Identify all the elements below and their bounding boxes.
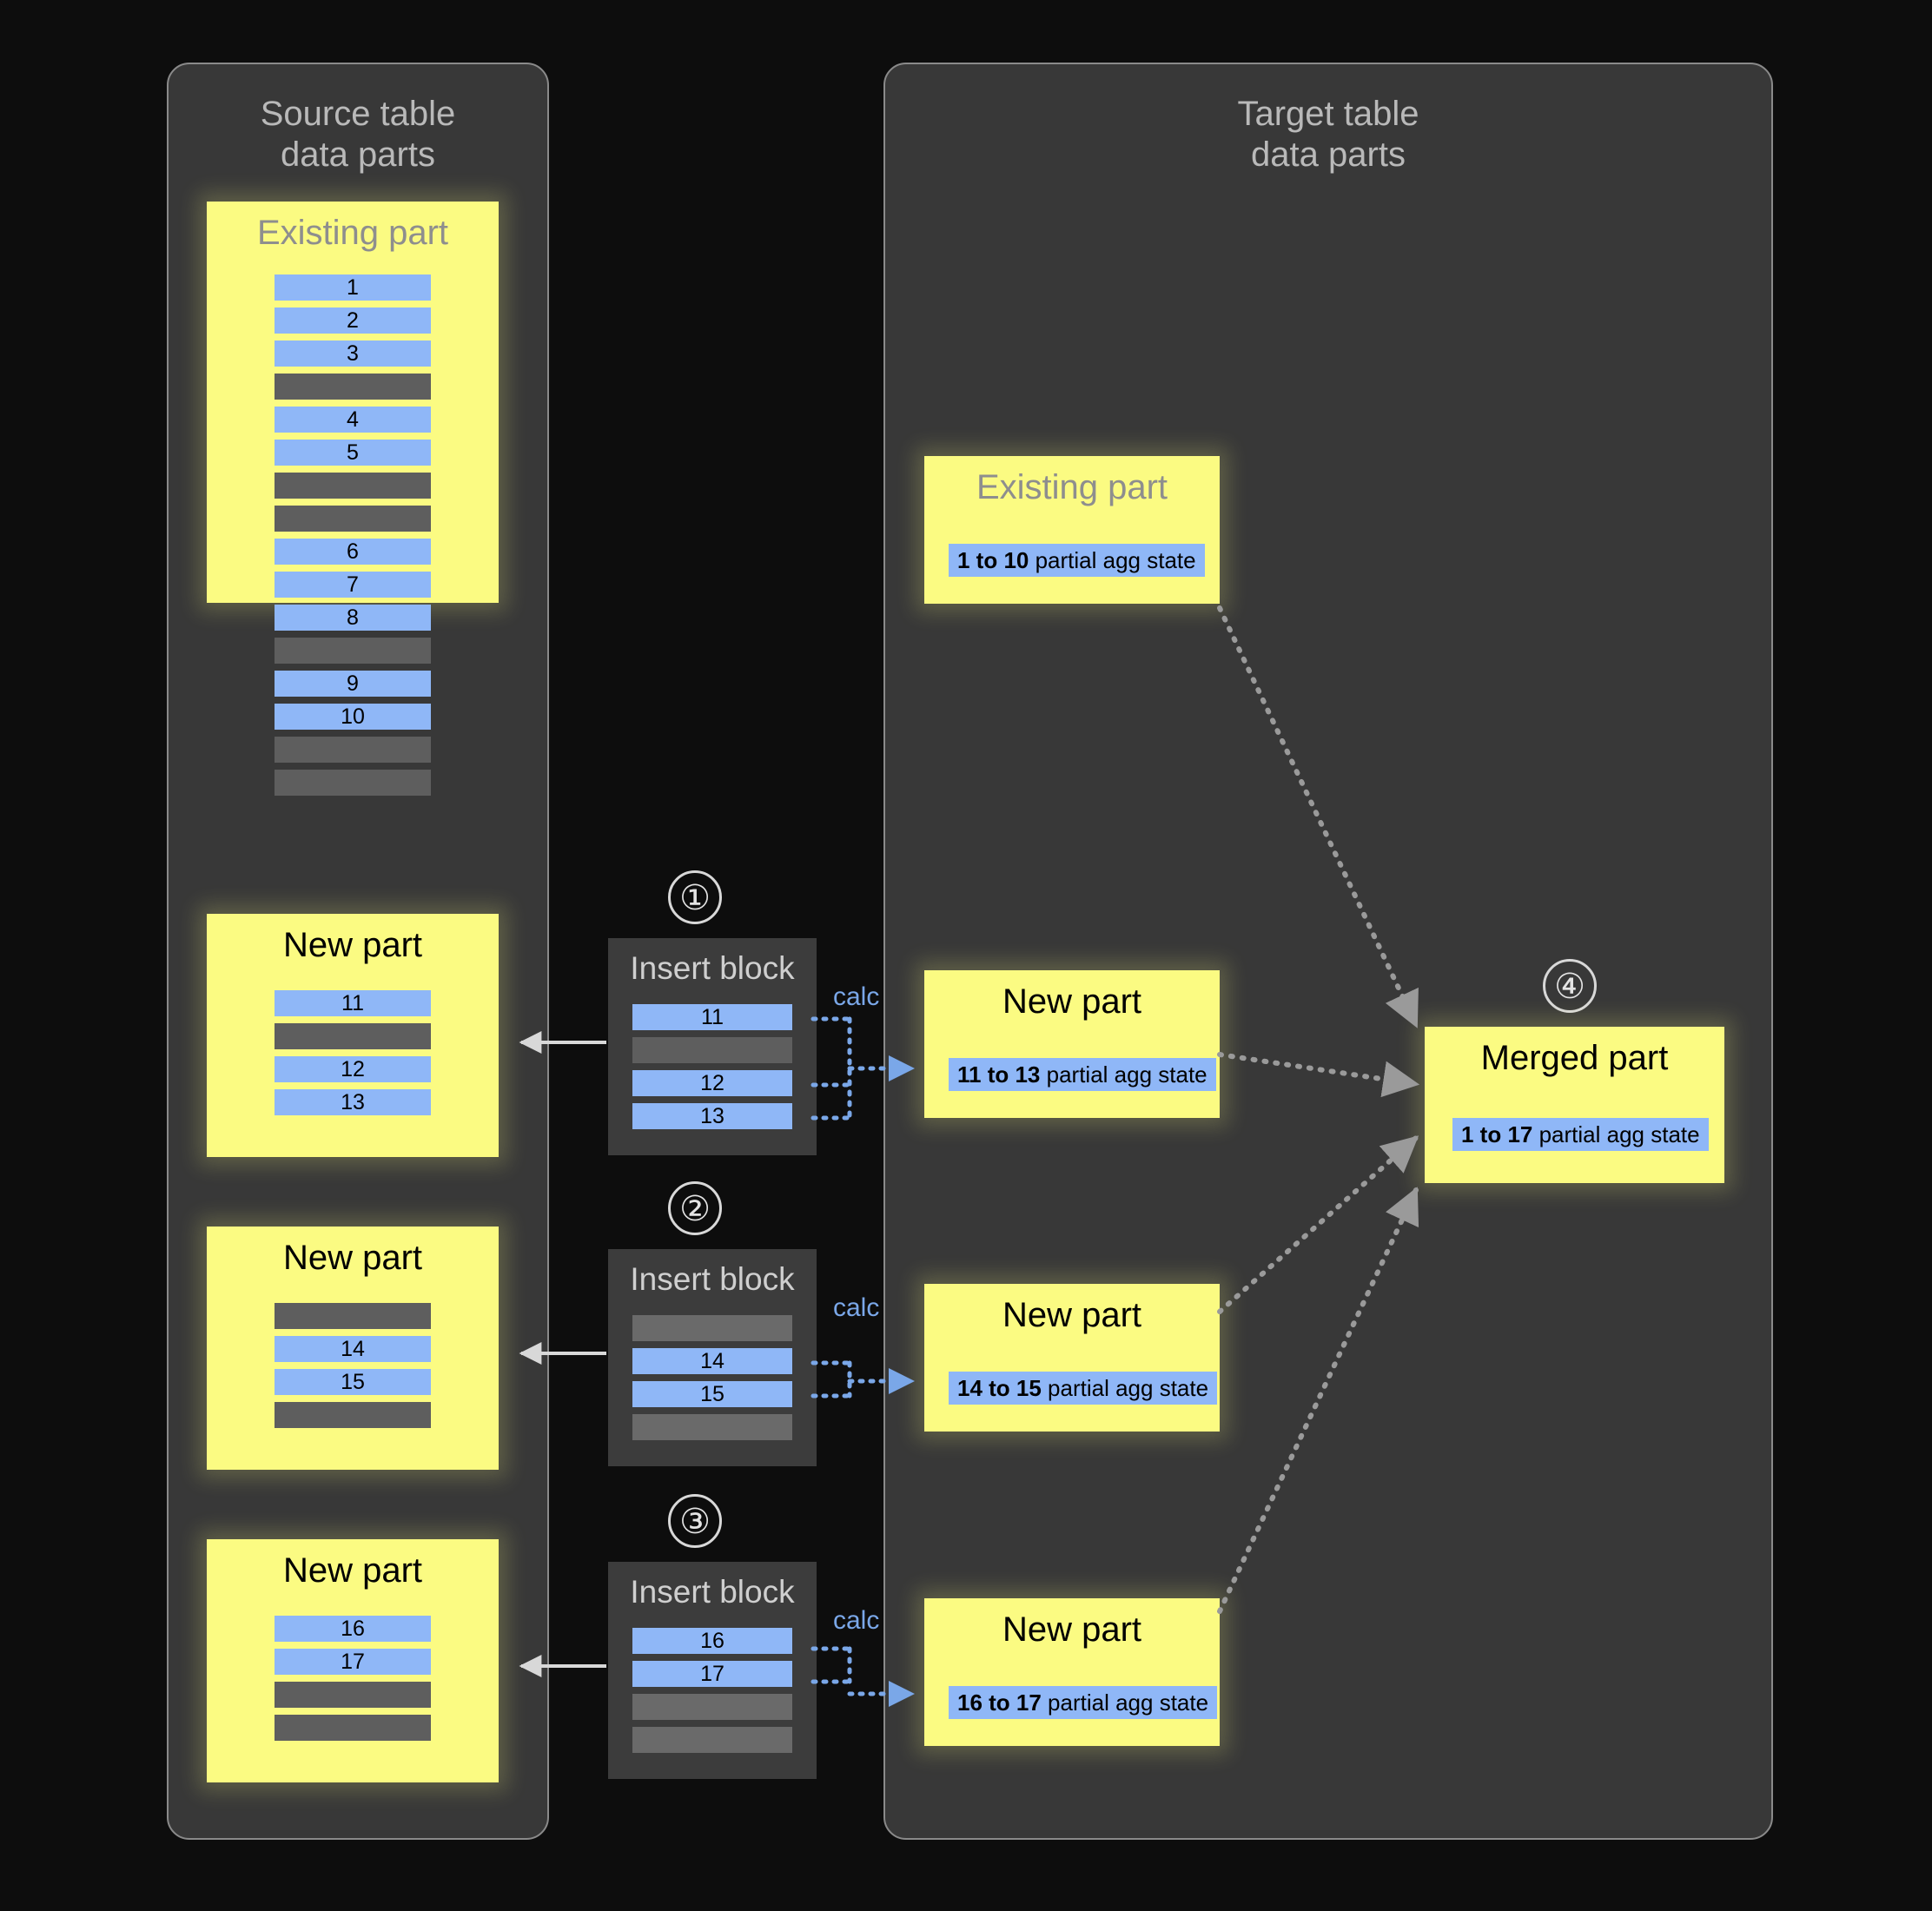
agg-suffix: partial agg state (1029, 547, 1196, 573)
source-panel-title: Source table data parts (260, 95, 456, 175)
data-row-value: 16 (275, 1616, 431, 1642)
data-row-value: 7 (275, 572, 431, 598)
source-new-part-1: New part 11 12 13 (207, 914, 499, 1157)
data-row-placeholder (275, 1715, 431, 1741)
agg-range: 11 to 13 (957, 1061, 1041, 1088)
merged-part: Merged part 1 to 17 partial agg state (1425, 1027, 1724, 1183)
target-panel-title: Target table data parts (1237, 95, 1419, 175)
target-existing-part-chip: 1 to 10 partial agg state (949, 544, 1205, 577)
agg-range: 16 to 17 (957, 1689, 1042, 1716)
source-existing-part: Existing part 1 2 3 4 5 6 7 8 9 10 (207, 202, 499, 796)
source-new-part-1-rows: 11 12 13 (275, 990, 431, 1115)
source-new-part-2-title: New part (282, 1239, 423, 1277)
data-row-placeholder (275, 473, 431, 499)
agg-suffix: partial agg state (1041, 1375, 1209, 1401)
insert-block-1-title: Insert block (630, 950, 795, 986)
data-row-value: 12 (632, 1070, 792, 1096)
data-row-placeholder (275, 1303, 431, 1329)
data-row-placeholder (275, 638, 431, 664)
target-new-part-1-title: New part (1002, 982, 1142, 1021)
target-new-part-3-title: New part (1002, 1610, 1142, 1649)
data-row-placeholder (632, 1414, 792, 1440)
data-row-placeholder (275, 1682, 431, 1708)
source-existing-rows: 1 2 3 4 5 6 7 8 9 10 (275, 274, 431, 796)
insert-block-1-rows: 11 12 13 (632, 1004, 792, 1129)
data-row-placeholder (275, 1023, 431, 1049)
step-circle-2: ② (668, 1181, 722, 1235)
data-row-value: 8 (275, 605, 431, 631)
target-existing-part: Existing part 1 to 10 partial agg state (924, 456, 1220, 604)
agg-range: 14 to 15 (957, 1375, 1042, 1401)
insert-block-3-title: Insert block (630, 1574, 795, 1610)
data-row-value: 17 (275, 1649, 431, 1675)
target-new-part-1-chip: 11 to 13 partial agg state (949, 1058, 1216, 1091)
data-row-value: 12 (275, 1056, 431, 1082)
data-row-placeholder (275, 506, 431, 532)
insert-block-2-title: Insert block (630, 1261, 795, 1297)
target-new-part-2-title: New part (1002, 1296, 1142, 1334)
data-row-placeholder (275, 374, 431, 400)
data-row-placeholder (275, 1402, 431, 1428)
data-row-value: 4 (275, 407, 431, 433)
data-row-value: 10 (275, 704, 431, 730)
data-row-placeholder (632, 1037, 792, 1063)
data-row-value: 14 (632, 1348, 792, 1374)
step-circle-4: ④ (1543, 959, 1597, 1013)
step-circle-1: ① (668, 870, 722, 924)
data-row-value: 6 (275, 539, 431, 565)
agg-suffix: partial agg state (1532, 1121, 1700, 1147)
target-new-part-2-chip: 14 to 15 partial agg state (949, 1372, 1218, 1405)
target-new-part-2: New part 14 to 15 partial agg state (924, 1284, 1220, 1432)
data-row-value: 11 (275, 990, 431, 1016)
data-row-value: 3 (275, 341, 431, 367)
data-row-value: 11 (632, 1004, 792, 1030)
agg-suffix: partial agg state (1041, 1689, 1209, 1716)
data-row-value: 15 (632, 1381, 792, 1407)
data-row-value: 17 (632, 1661, 792, 1687)
data-row-value: 15 (275, 1369, 431, 1395)
source-existing-part-title: Existing part (256, 214, 449, 252)
target-existing-part-title: Existing part (976, 468, 1168, 506)
data-row-placeholder (632, 1315, 792, 1341)
target-table-panel: Target table data parts (883, 63, 1773, 1840)
data-row-value: 13 (275, 1089, 431, 1115)
target-new-part-1: New part 11 to 13 partial agg state (924, 970, 1220, 1118)
merged-part-chip: 1 to 17 partial agg state (1452, 1118, 1709, 1151)
source-new-part-3-title: New part (282, 1551, 423, 1590)
agg-range: 1 to 10 (957, 547, 1029, 573)
data-row-placeholder (275, 770, 431, 796)
data-row-value: 2 (275, 307, 431, 334)
data-row-value: 14 (275, 1336, 431, 1362)
data-row-placeholder (275, 737, 431, 763)
step-circle-3: ③ (668, 1494, 722, 1548)
insert-block-1: Insert block 11 12 13 (608, 938, 817, 1155)
calc-label-1: calc (833, 982, 880, 1011)
data-row-value: 1 (275, 274, 431, 301)
data-row-value: 16 (632, 1628, 792, 1654)
source-new-part-1-title: New part (282, 926, 423, 964)
calc-label-3: calc (833, 1606, 880, 1635)
data-row-value: 9 (275, 671, 431, 697)
data-row-placeholder (632, 1694, 792, 1720)
calc-label-2: calc (833, 1293, 880, 1322)
data-row-value: 5 (275, 440, 431, 466)
target-new-part-3: New part 16 to 17 partial agg state (924, 1598, 1220, 1746)
data-row-placeholder (632, 1727, 792, 1753)
data-row-value: 13 (632, 1103, 792, 1129)
agg-range: 1 to 17 (1461, 1121, 1533, 1147)
agg-suffix: partial agg state (1040, 1061, 1208, 1088)
merged-part-title: Merged part (1480, 1039, 1669, 1077)
target-new-part-3-chip: 16 to 17 partial agg state (949, 1686, 1218, 1719)
